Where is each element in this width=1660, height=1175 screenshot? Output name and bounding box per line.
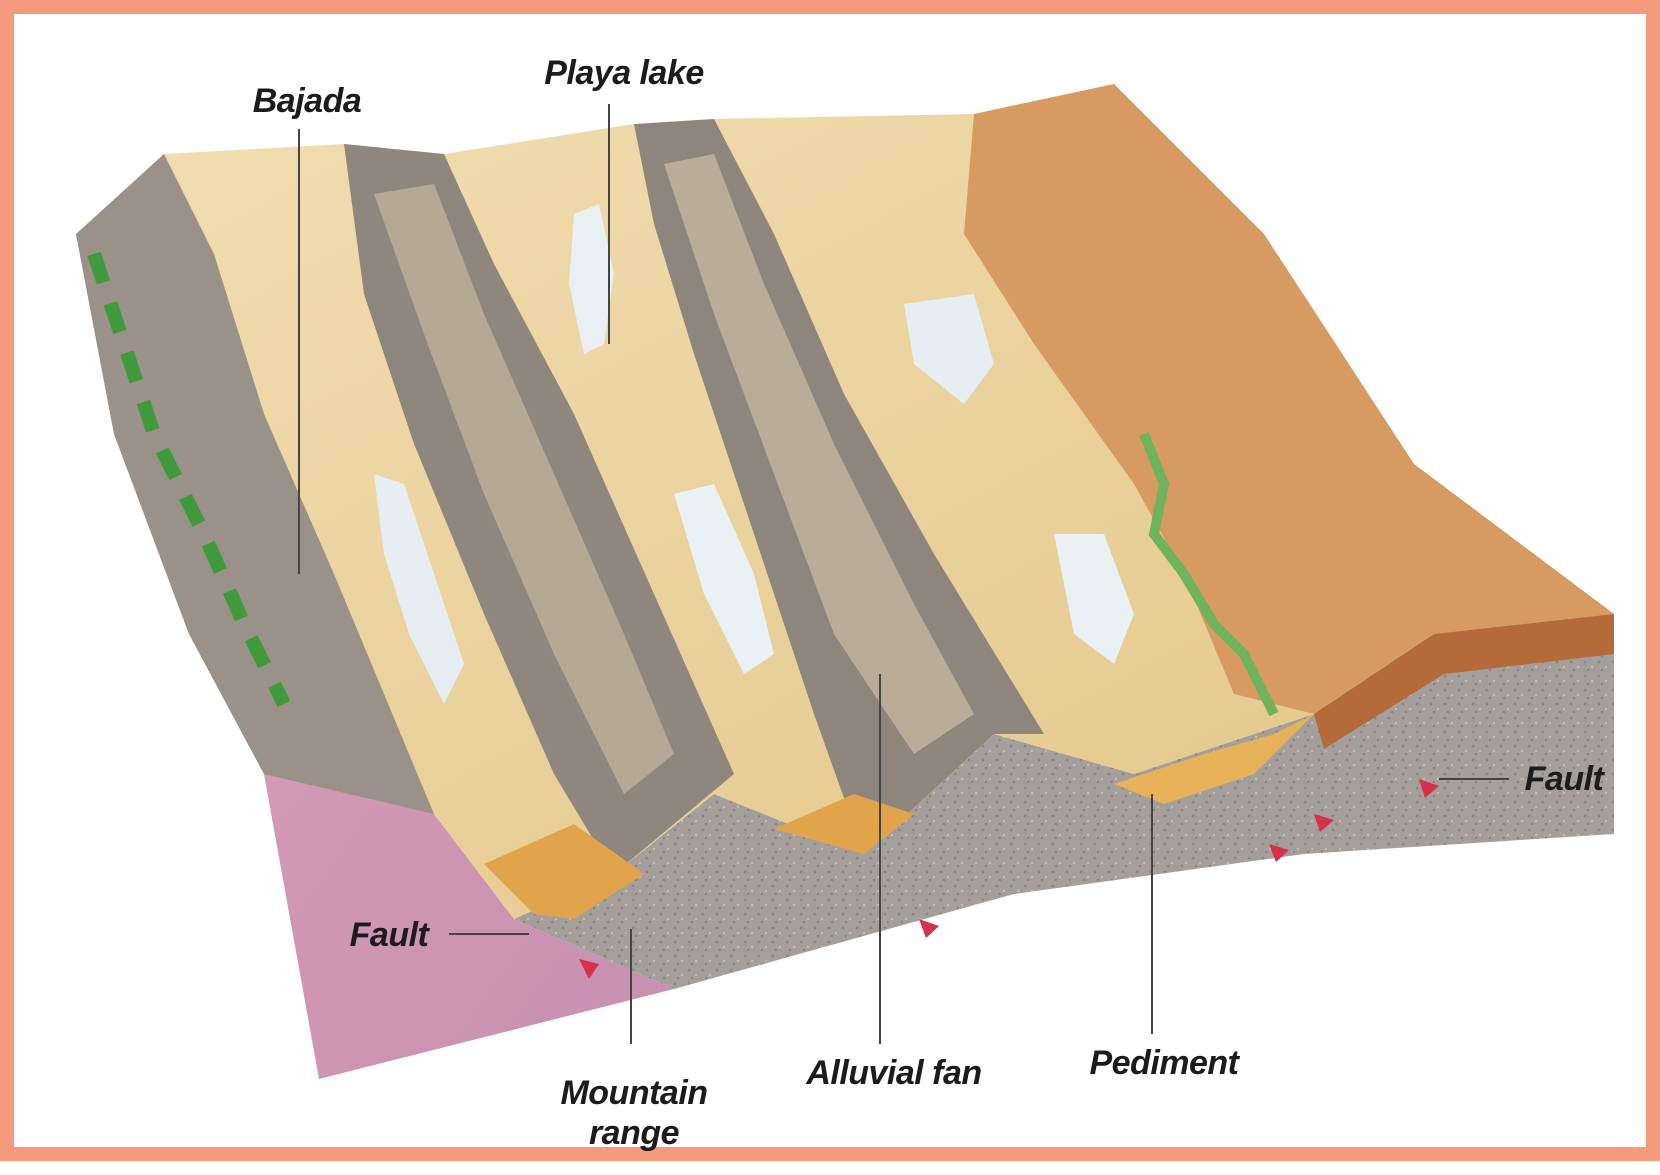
label-alluvial-fan: Alluvial fan xyxy=(794,1054,994,1092)
label-playa-lake: Playa lake xyxy=(524,54,724,92)
label-bajada: Bajada xyxy=(232,82,382,120)
label-mountain-range-line2: range xyxy=(554,1114,714,1152)
label-fault-left: Fault xyxy=(334,916,444,954)
label-fault-right: Fault xyxy=(1509,760,1619,798)
basin-and-range-block-diagram xyxy=(14,14,1660,1175)
label-mountain-range-line1: Mountain xyxy=(554,1074,714,1112)
label-pediment: Pediment xyxy=(1074,1044,1254,1082)
